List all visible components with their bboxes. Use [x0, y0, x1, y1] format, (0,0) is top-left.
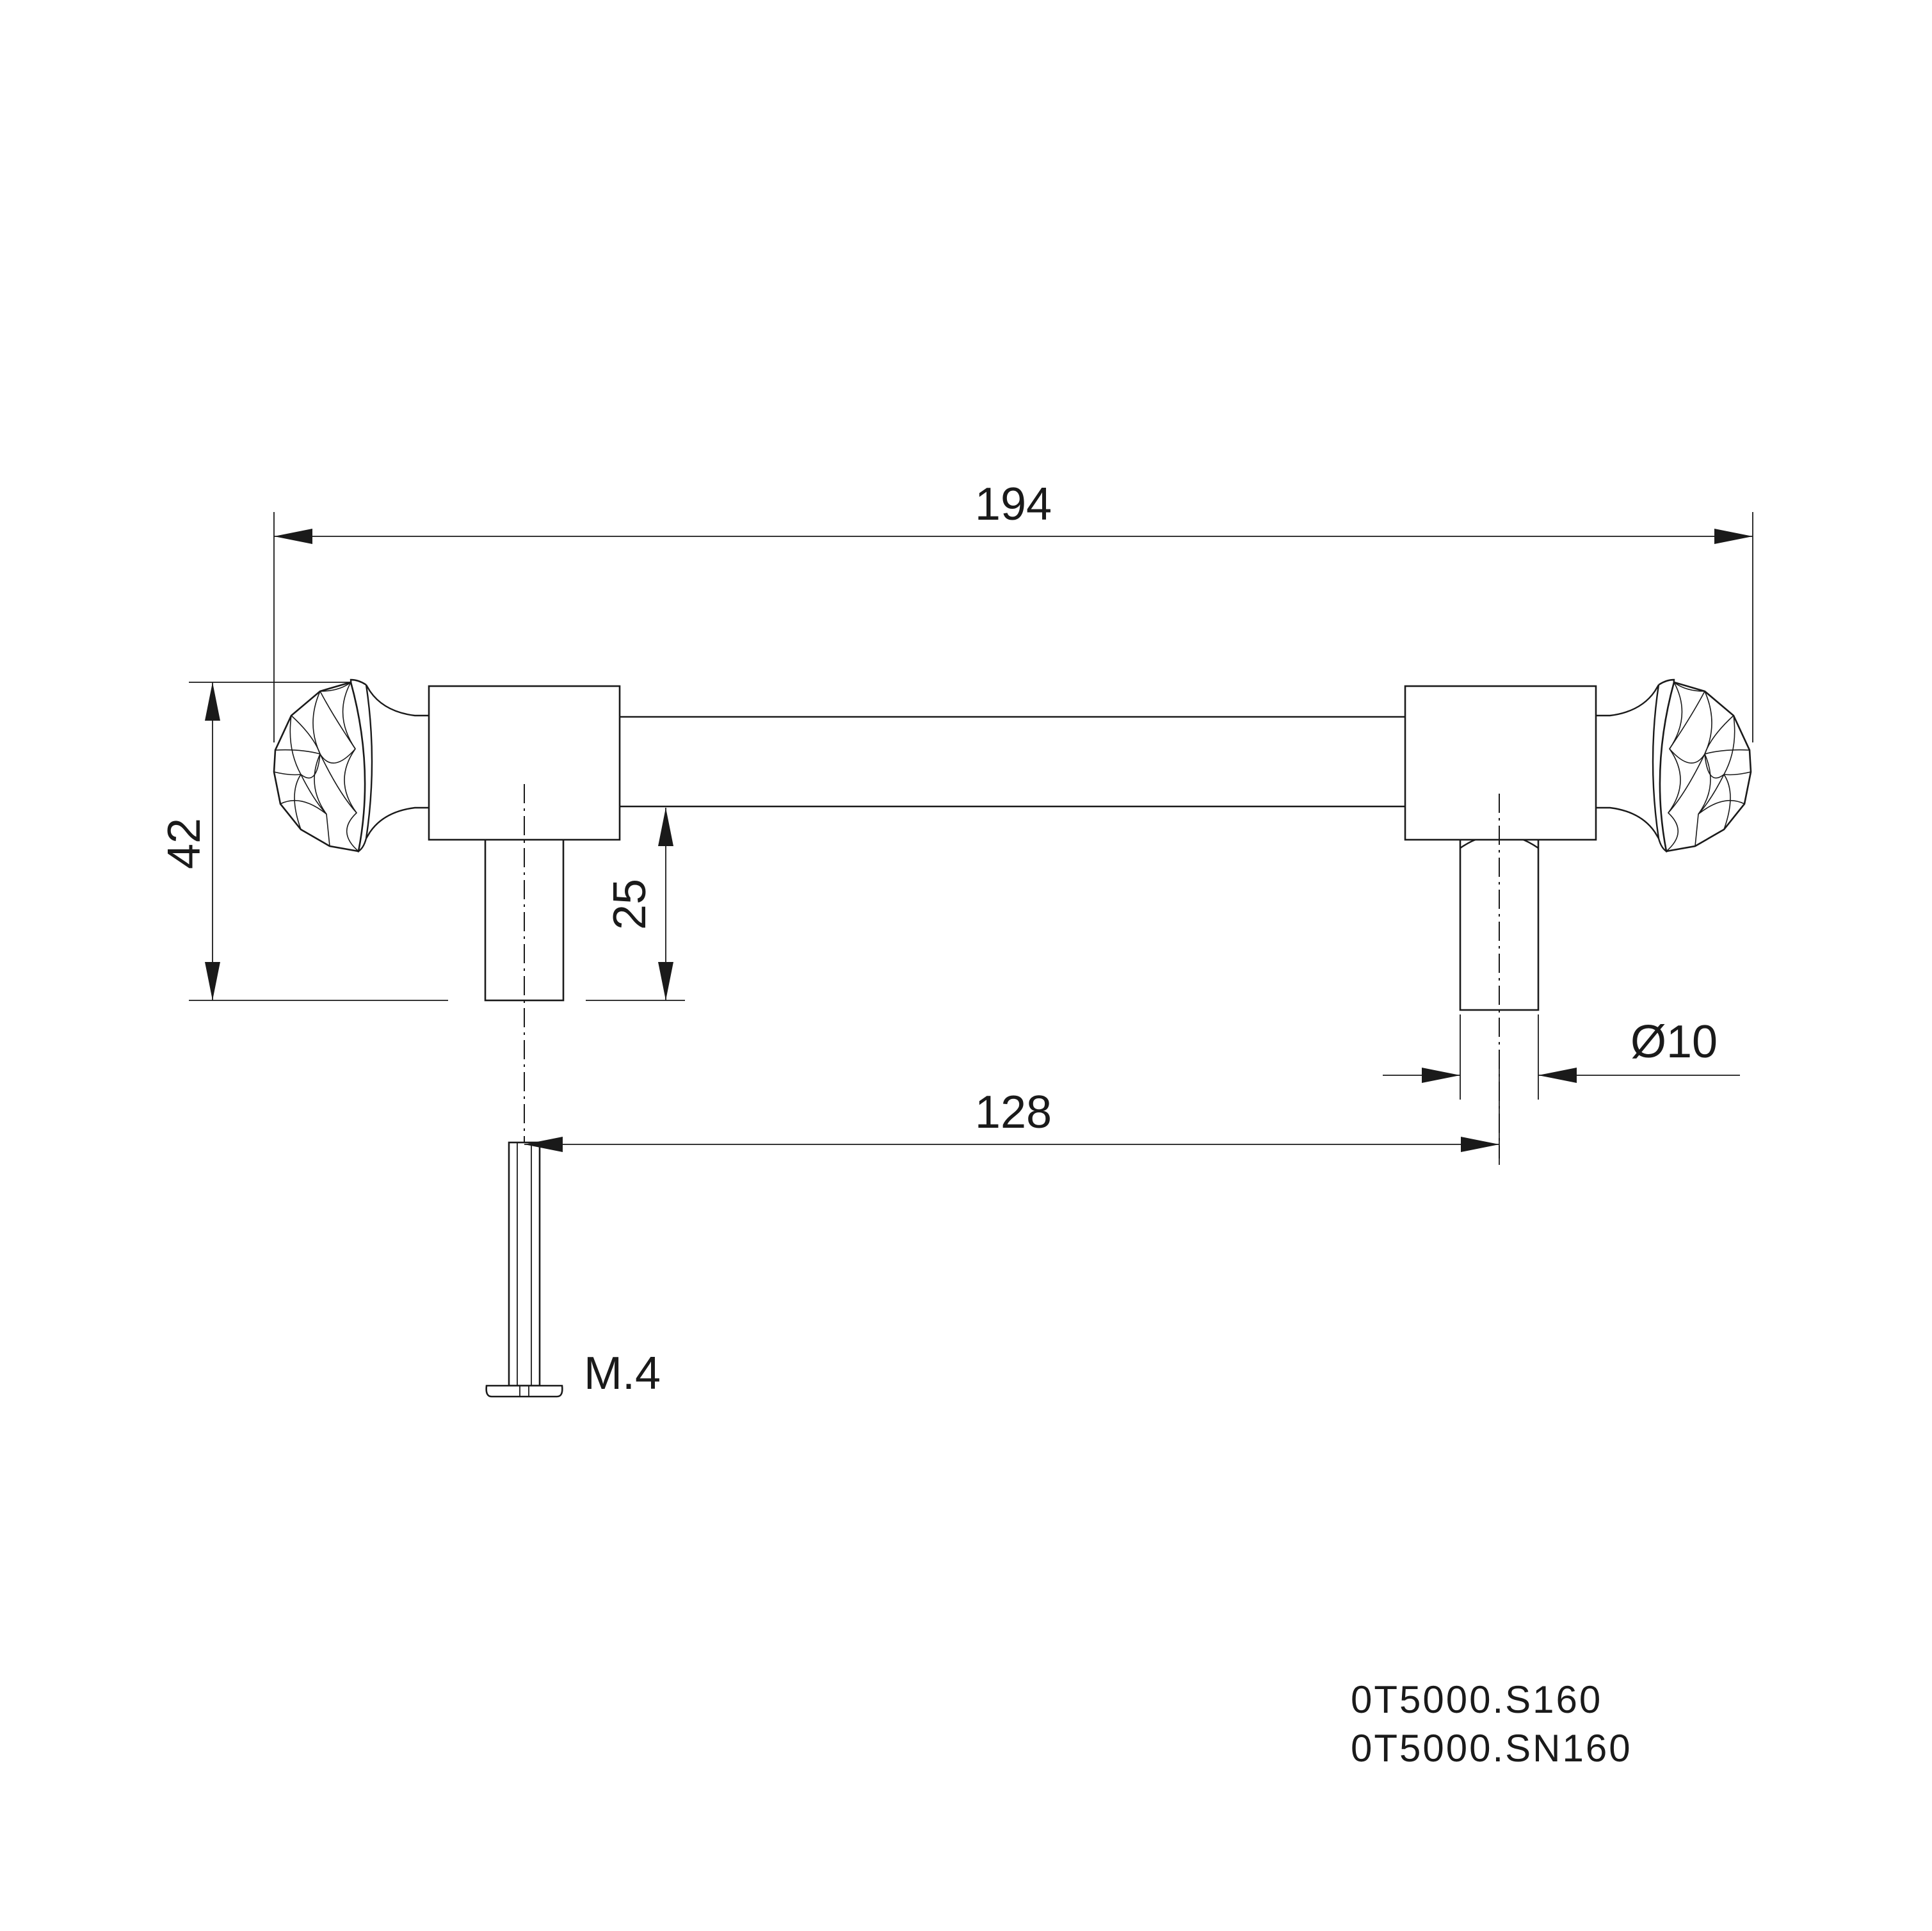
product-codes: 0T5000.S160 0T5000.SN160 [1351, 1678, 1632, 1770]
handle-assembly [273, 678, 1752, 1158]
left-crystal-icon [273, 681, 366, 853]
product-code: 0T5000.S160 [1351, 1678, 1602, 1721]
dimension-diameter: Ø10 [1383, 1014, 1740, 1100]
screw-icon [485, 1141, 563, 1398]
dimension-label-diameter: Ø10 [1630, 1016, 1718, 1068]
right-crystal-icon [1659, 681, 1752, 853]
dimension-height: 42 [159, 682, 448, 1001]
dimension-label-overall-length: 194 [975, 479, 1052, 530]
right-bracket [1404, 685, 1597, 841]
dimension-label-height: 42 [159, 818, 210, 869]
dimension-overall-length: 194 [273, 479, 1753, 742]
screw-label: M.4 [584, 1348, 661, 1399]
handle-bar [620, 716, 1405, 808]
product-code: 0T5000.SN160 [1351, 1727, 1632, 1770]
dimension-label-foot-height: 25 [604, 879, 656, 930]
dimension-hole-spacing: 128 [524, 1062, 1500, 1165]
dimension-label-hole-spacing: 128 [975, 1087, 1052, 1138]
left-bracket [428, 685, 621, 841]
dimension-foot-height: 25 [586, 808, 685, 1001]
